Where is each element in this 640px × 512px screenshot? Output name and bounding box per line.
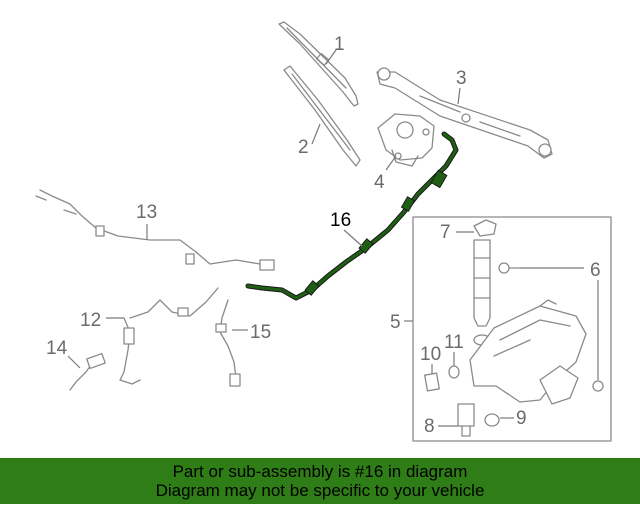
wiper-arm-part-2 <box>283 65 361 167</box>
banner-line-1: Part or sub-assembly is #16 in diagram <box>172 462 468 481</box>
callout-8: 8 <box>424 416 435 437</box>
washer-hose-part-16 <box>245 131 459 301</box>
callout-2: 2 <box>298 137 309 158</box>
callout-1: 1 <box>334 34 345 55</box>
callout-4: 4 <box>374 172 385 193</box>
callout-11: 11 <box>444 332 464 353</box>
harness-part-12 <box>119 287 219 385</box>
leader-lines <box>67 49 599 427</box>
callout-6: 6 <box>590 260 601 281</box>
cap-part-7 <box>473 219 497 237</box>
wiper-linkage-part-3 <box>376 67 553 159</box>
wiring-harness-part-13 <box>35 189 275 271</box>
banner-line-2: Diagram may not be specific to your vehi… <box>155 481 485 500</box>
sensor-wire-part-15 <box>215 299 241 387</box>
callout-5: 5 <box>390 312 401 333</box>
reservoir-group-part-5 <box>412 216 612 442</box>
callout-7: 7 <box>440 222 451 243</box>
wiper-blade-part-1 <box>278 21 359 107</box>
clip-part-14 <box>69 352 106 391</box>
callout-15: 15 <box>250 322 271 343</box>
callout-10: 10 <box>420 344 441 365</box>
callout-13: 13 <box>136 202 157 223</box>
wiper-motor-part-4 <box>377 113 435 167</box>
info-banner: Part or sub-assembly is #16 in diagram D… <box>0 458 640 504</box>
callout-3: 3 <box>456 68 467 89</box>
callout-12: 12 <box>80 310 101 331</box>
callout-14: 14 <box>46 338 68 359</box>
hose-highlight <box>246 132 458 300</box>
callout-16: 16 <box>330 210 351 231</box>
callout-9: 9 <box>516 408 527 429</box>
parts-diagram: 1 2 3 4 13 16 7 6 5 12 15 14 10 11 8 9 <box>35 21 612 442</box>
